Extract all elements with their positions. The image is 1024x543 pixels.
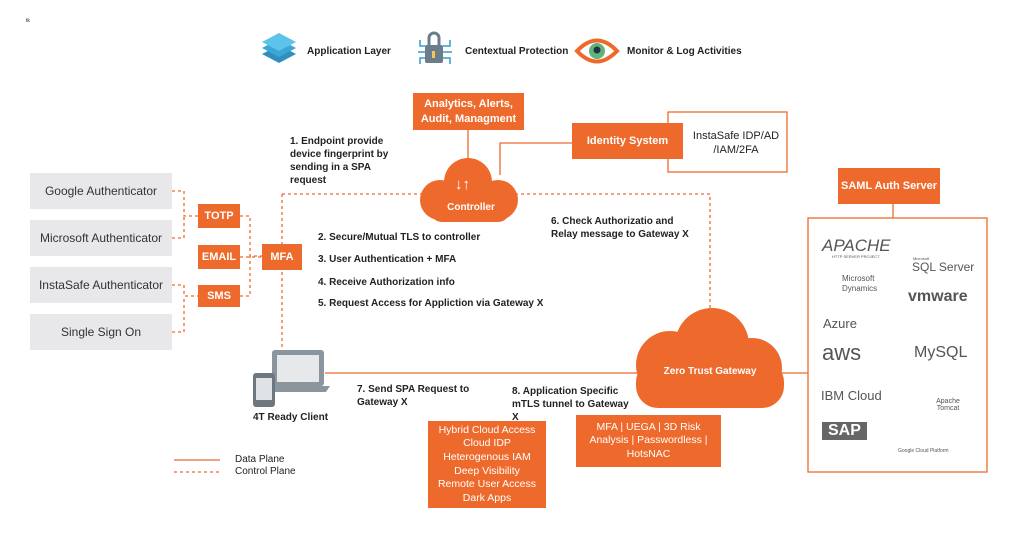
- legend-application-layer: Application Layer: [307, 46, 391, 57]
- controller-cloud-icon: [420, 158, 518, 222]
- apache-logo: APACHE: [822, 236, 891, 255]
- step-7: 7. Send SPA Request to Gateway X: [357, 384, 470, 408]
- vmware-logo: vmware: [908, 288, 968, 305]
- microsoft-authenticator-box: Microsoft Authenticator: [30, 220, 172, 256]
- feature-item: Heterogenous IAM: [443, 450, 531, 463]
- saml-auth-server-box: SAML Auth Server: [838, 168, 940, 204]
- legend-data-plane: Data Plane: [235, 454, 285, 465]
- analytics-box: Analytics, Alerts, Audit, Managment: [413, 93, 524, 130]
- corner-mark: tk: [26, 18, 30, 24]
- controller-label: Controller: [447, 202, 495, 213]
- features-box-2: MFA | UEGA | 3D Risk Analysis | Password…: [576, 415, 721, 467]
- eye-icon: [574, 38, 620, 64]
- sms-box: SMS: [198, 285, 240, 307]
- microsoft-dynamics-logo: Microsoft Dynamics: [842, 274, 878, 293]
- legend-monitor-log: Monitor & Log Activities: [627, 46, 742, 57]
- features-box-1: Hybrid Cloud Access Cloud IDP Heterogeno…: [428, 421, 546, 508]
- step-8: 8. Application Specific mTLS tunnel to G…: [512, 386, 629, 423]
- step-3: 3. User Authentication + MFA: [318, 254, 457, 265]
- gateway-cloud-icon: [636, 308, 784, 408]
- sql-server-logo: SQL Server: [912, 260, 975, 274]
- instasafe-authenticator-box: InstaSafe Authenticator: [30, 267, 172, 303]
- single-sign-on-box: Single Sign On: [30, 314, 172, 350]
- mysql-logo: MySQL: [914, 344, 968, 361]
- legend-contextual-protection: Centextual Protection: [465, 46, 569, 57]
- controller-arrows-icon: ↓↑: [455, 176, 470, 193]
- step-2: 2. Secure/Mutual TLS to controller: [318, 232, 481, 243]
- aws-logo: aws: [822, 340, 862, 365]
- legend-control-plane: Control Plane: [235, 466, 296, 477]
- step-6: 6. Check Authorizatio and Relay message …: [551, 216, 689, 240]
- google-cloud-platform-logo: Google Cloud Platform: [898, 448, 949, 454]
- sql-microsoft-logo: Microsoft: [913, 256, 930, 261]
- feature-item: Dark Apps: [462, 491, 512, 504]
- feature-item: Remote User Access: [437, 478, 537, 491]
- sap-logo: SAP: [822, 422, 867, 440]
- ibm-cloud-logo: IBM Cloud: [821, 388, 882, 403]
- client-label: 4T Ready Client: [253, 412, 329, 423]
- lock-circuit-icon: [418, 31, 452, 64]
- step-4: 4. Receive Authorization info: [318, 277, 455, 288]
- mfa-box: MFA: [262, 244, 302, 270]
- feature-item: Hybrid Cloud Access: [438, 423, 536, 436]
- google-authenticator-box: Google Authenticator: [30, 173, 172, 209]
- idp-label: InstaSafe IDP/AD /IAM/2FA: [692, 130, 780, 157]
- step-5: 5. Request Access for Appliction via Gat…: [318, 298, 544, 309]
- azure-logo: Azure: [823, 316, 857, 331]
- step-1: 1. Endpoint provide device fingerprint b…: [290, 136, 389, 186]
- apache-tomcat-logo: Apache Tomcat: [936, 398, 960, 412]
- laptop-phone-icon: [253, 350, 330, 407]
- feature-item: Cloud IDP: [463, 437, 511, 450]
- feature-item: Deep Visibility: [454, 464, 520, 477]
- identity-system-box: Identity System: [572, 123, 683, 159]
- layers-icon: [262, 33, 296, 63]
- apache-sub-logo: HTTP SERVER PROJECT: [832, 254, 880, 259]
- email-box: EMAIL: [198, 245, 240, 269]
- totp-box: TOTP: [198, 204, 240, 228]
- gateway-label: Zero Trust Gateway: [663, 366, 757, 377]
